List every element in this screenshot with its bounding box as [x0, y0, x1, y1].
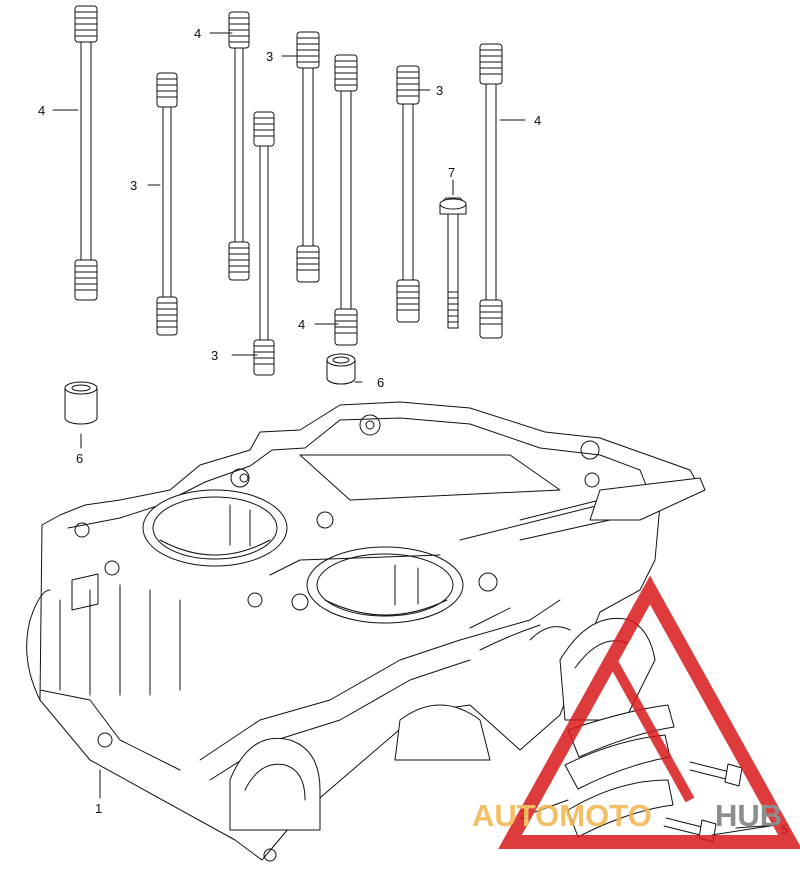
- callout-1: 1: [95, 801, 102, 816]
- watermark-brand-b: HUB: [715, 798, 782, 833]
- callout-4-far-right: 4: [534, 113, 541, 128]
- stud-3-left: [156, 72, 178, 336]
- callout-3-center: 3: [266, 49, 273, 64]
- automotohub-watermark: AUTOMOTO HUB: [472, 575, 800, 849]
- stud-3-center: [296, 31, 320, 283]
- stud-4-far-right: [479, 43, 503, 339]
- callout-7: 7: [448, 165, 455, 180]
- stud-3-right: [396, 65, 420, 323]
- stud-4-center-right: [334, 54, 358, 346]
- stud-4-far-left: [74, 5, 98, 301]
- watermark-brand-a: AUTOMOTO: [472, 798, 652, 833]
- callout-6-left: 6: [76, 451, 83, 466]
- callout-4-upper-mid: 4: [194, 26, 201, 41]
- crankcase-upper-half: [26, 401, 706, 862]
- callout-3-lower-mid: 3: [211, 348, 218, 363]
- dowel-6-center: [326, 353, 356, 385]
- nut-and-bolt-7: [439, 197, 467, 329]
- leader-lines: [52, 32, 777, 836]
- dowel-6-left: [64, 381, 98, 425]
- warning-triangle-logo: [498, 575, 800, 849]
- callout-3-left: 3: [130, 178, 137, 193]
- callout-6-center: 6: [377, 375, 384, 390]
- callout-3-right: 3: [436, 83, 443, 98]
- callout-4-center-right: 4: [298, 317, 305, 332]
- callout-4-far-left: 4: [38, 103, 45, 118]
- stud-4-upper-mid: [228, 11, 250, 281]
- stud-3-lower-mid: [253, 111, 275, 376]
